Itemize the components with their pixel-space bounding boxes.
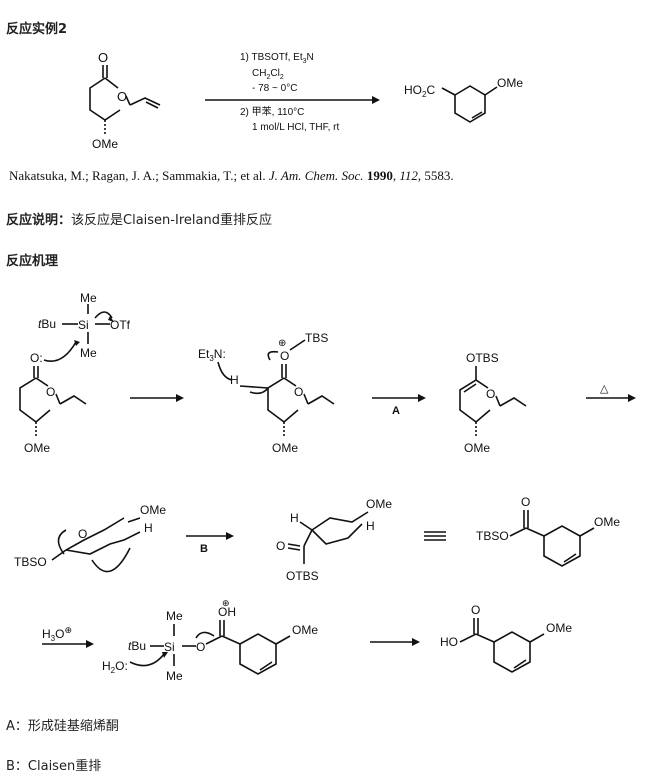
svg-text:HO2C: HO2C: [404, 83, 435, 99]
svg-text:O: O: [276, 539, 285, 553]
svg-text:⊕: ⊕: [278, 338, 286, 349]
svg-text:OMe: OMe: [292, 623, 318, 637]
svg-text:2) 甲苯, 110°C: 2) 甲苯, 110°C: [240, 105, 304, 118]
svg-text:OMe: OMe: [272, 441, 298, 455]
reaction-scheme: O O OMe 1) TBSOTf, Et3N CH2Cl2 - 78 ~ 0°…: [89, 50, 523, 151]
citation-authors: Nakatsuka, M.; Ragan, J. A.; Sammakia, T…: [9, 168, 266, 183]
hydrolysis-intermediate: H2O: tBu Si Me Me O OH ⊕ OMe: [102, 598, 318, 683]
svg-text:H: H: [230, 373, 239, 387]
svg-text:⊕: ⊕: [222, 598, 230, 608]
citation-year: 1990: [366, 168, 393, 183]
arrow-label-b: B: [200, 543, 208, 555]
svg-text:O: O: [78, 527, 87, 541]
svg-text:- 78 ~ 0°C: - 78 ~ 0°C: [252, 83, 297, 94]
svg-text:O: O: [196, 640, 205, 654]
lactone-structure: O O OMe: [89, 50, 161, 151]
atom-ome: OMe: [92, 137, 118, 151]
svg-text:CH2Cl2: CH2Cl2: [252, 68, 284, 81]
heat-symbol: △: [600, 383, 609, 395]
product-structure: HO2C OMe: [404, 76, 523, 123]
final-acid-product: HO O OMe: [440, 603, 572, 673]
svg-text:OH: OH: [218, 605, 236, 619]
svg-text:Si: Si: [78, 318, 89, 332]
reaction-description: 反应说明：该反应是Claisen-Ireland重排反应: [6, 209, 272, 228]
citation-journal: J. Am. Chem. Soc.: [268, 168, 364, 183]
legend-b: B：Claisen重排: [6, 759, 102, 774]
svg-text:Me: Me: [166, 609, 183, 623]
svg-text:H: H: [144, 521, 153, 535]
svg-text:OMe: OMe: [594, 515, 620, 529]
svg-text:OMe: OMe: [140, 503, 166, 517]
lactone-mechanism-1: O: O OMe: [19, 340, 87, 455]
atom-o: O: [117, 89, 127, 104]
mechanism-row-1: tBu Si Me Me OTf O: O OMe Et3N: H ⊕ O T: [19, 291, 636, 455]
svg-text:H: H: [290, 511, 299, 525]
section-title-mechanism: 反应机理: [6, 254, 59, 269]
svg-text:OTBS: OTBS: [286, 569, 319, 583]
rearranged-product: H OMe H O OTBS: [276, 497, 392, 583]
svg-text:1) TBSOTf, Et3N: 1) TBSOTf, Et3N: [240, 52, 314, 65]
lactone-mechanism-2: Et3N: H ⊕ O TBS O OMe: [198, 331, 335, 455]
svg-text:O: O: [521, 495, 530, 509]
citation-page: 5583.: [424, 168, 454, 183]
mechanism-row-3: H3O⊕ H2O: tBu Si Me Me O OH ⊕ OMe HO O: [42, 598, 572, 683]
h3o-label: H3O⊕: [42, 625, 72, 643]
svg-text:OMe: OMe: [464, 441, 490, 455]
citation-volume: 112: [399, 168, 418, 183]
svg-text:TBS: TBS: [305, 331, 328, 345]
description-label: 反应说明：: [6, 213, 72, 228]
svg-text:tBu: tBu: [38, 317, 56, 331]
arrow-label-a: A: [392, 405, 400, 417]
svg-text:H2O:: H2O:: [102, 659, 128, 675]
svg-text:HO: HO: [440, 635, 458, 649]
svg-text:Me: Me: [80, 346, 97, 360]
svg-text:OTBS: OTBS: [466, 351, 499, 365]
svg-text:Me: Me: [80, 291, 97, 305]
svg-text:O: O: [471, 603, 480, 617]
svg-text:Me: Me: [166, 669, 183, 683]
svg-text:O: O: [486, 387, 495, 401]
svg-text:TBSO: TBSO: [14, 555, 47, 569]
tbs-ester-product: TBSO O OMe: [476, 495, 620, 567]
svg-text:OMe: OMe: [366, 497, 392, 511]
section-title-example: 反应实例2: [6, 22, 68, 37]
svg-text:OMe: OMe: [546, 621, 572, 635]
reaction-conditions: 1) TBSOTf, Et3N CH2Cl2 - 78 ~ 0°C 2) 甲苯,…: [205, 52, 380, 133]
svg-text:Et3N:: Et3N:: [198, 347, 226, 363]
tbsotf-structure: tBu Si Me Me OTf: [38, 291, 131, 360]
chair-transition-state: TBSO O OMe H: [14, 503, 166, 573]
citation: Nakatsuka, M.; Ragan, J. A.; Sammakia, T…: [9, 168, 454, 183]
atom-o: O: [98, 50, 108, 65]
legend-a: A：形成硅基缩烯酮: [6, 719, 119, 734]
svg-text:O:: O:: [30, 351, 43, 365]
svg-text:1 mol/L HCl, THF, rt: 1 mol/L HCl, THF, rt: [252, 122, 339, 133]
svg-text:TBSO: TBSO: [476, 529, 509, 543]
svg-text:Si: Si: [164, 640, 175, 654]
atom-ome: OMe: [497, 76, 523, 90]
svg-text:O: O: [46, 385, 55, 399]
svg-text:OTf: OTf: [110, 318, 131, 332]
silyl-ketene-acetal: OTBS O OMe: [459, 351, 527, 455]
svg-text:O: O: [280, 349, 289, 363]
svg-text:OMe: OMe: [24, 441, 50, 455]
description-text: 该反应是Claisen-Ireland重排反应: [71, 213, 272, 228]
svg-text:tBu: tBu: [128, 639, 146, 653]
mechanism-row-2: TBSO O OMe H B H OMe H O OTBS TBSO O: [14, 495, 620, 583]
svg-text:H: H: [366, 519, 375, 533]
svg-text:O: O: [294, 385, 303, 399]
